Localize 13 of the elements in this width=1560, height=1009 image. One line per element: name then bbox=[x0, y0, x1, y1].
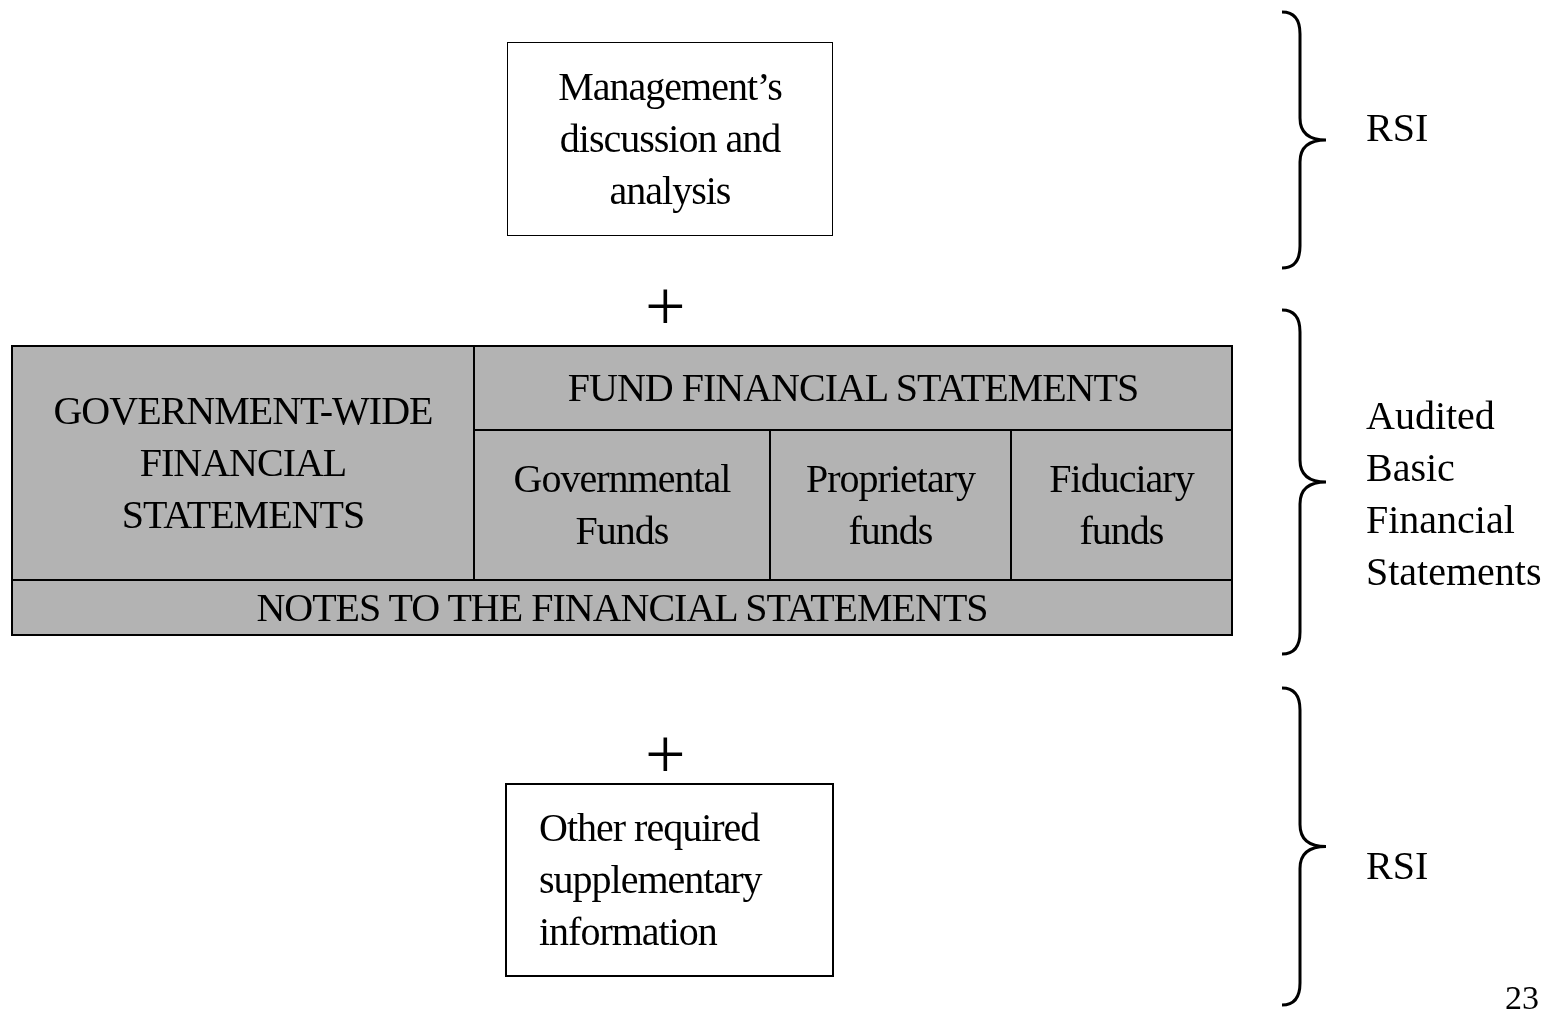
table-footer-cell: NOTES TO THE FINANCIAL STATEMENTS bbox=[11, 579, 1233, 636]
table-cell: Fiduciary funds bbox=[1010, 429, 1233, 581]
text-box: Management’s discussion and analysis bbox=[507, 42, 833, 236]
plus-sign: + bbox=[645, 270, 686, 342]
bracket-label: RSI bbox=[1366, 104, 1429, 152]
bracket-label: RSI bbox=[1366, 842, 1429, 890]
text-box: Other required supplementary information bbox=[505, 783, 834, 977]
table-cell: GOVERNMENT-WIDE FINANCIAL STATEMENTS bbox=[11, 345, 475, 581]
bracket-label: Audited Basic Financial Statements bbox=[1366, 392, 1543, 596]
table-cell: Governmental Funds bbox=[473, 429, 771, 581]
table-header-cell: FUND FINANCIAL STATEMENTS bbox=[473, 345, 1233, 431]
page-number: 23 bbox=[1505, 978, 1539, 1009]
table-cell: Proprietary funds bbox=[769, 429, 1012, 581]
